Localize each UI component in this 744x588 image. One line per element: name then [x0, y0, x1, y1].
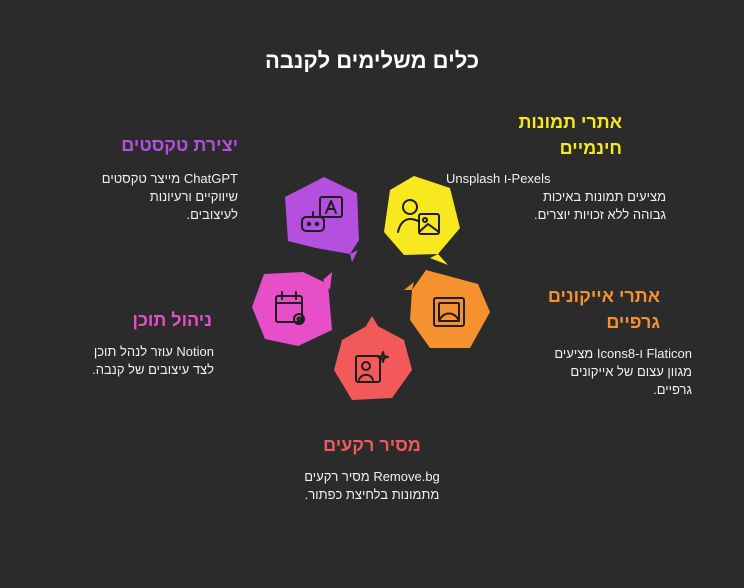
desc-background-remover-line2: מתמונות בלחיצת כפתור.	[304, 487, 440, 502]
page-title: כלים משלימים לקנבה	[264, 48, 480, 73]
person-image-icon	[397, 199, 440, 235]
desc-content-management: Notion עוזר לנהל תוכן לצד עיצובים של קנב…	[0, 343, 214, 379]
image-frame-icon	[433, 297, 465, 327]
red-shape	[334, 316, 412, 400]
heading-icons-graphics: אתרי אייקונים גרפיים	[460, 283, 660, 335]
calendar-gear-icon	[275, 291, 305, 325]
heading-free-images-line2: חינמיים	[559, 138, 622, 158]
desc-icons-graphics: Flaticon ו-Icons8 מציעים מגוון עצום של א…	[472, 345, 692, 399]
desc-text-creation: ChatGPT מייצר טקסטים שיווקיים ורעיונות ל…	[18, 170, 238, 224]
desc-icons-graphics-line1: Flaticon ו-Icons8 מציעים	[554, 346, 692, 361]
desc-free-images-line2: מציעים תמונות באיכות	[542, 189, 666, 204]
desc-background-remover: Remove.bg מסיר רקעים מתמונות בלחיצת כפתו…	[252, 468, 492, 504]
orange-shape	[404, 270, 490, 348]
desc-content-management-line1: Notion עוזר לנהל תוכן	[93, 344, 214, 359]
heading-background-remover-line1: מסיר רקעים	[323, 435, 421, 455]
heading-icons-graphics-line2: גרפיים	[606, 312, 660, 332]
desc-free-images: Unsplash ו-Pexels מציעים תמונות באיכות ג…	[446, 170, 666, 224]
desc-icons-graphics-line2: מגוון עצום של אייקונים	[570, 364, 692, 379]
heading-free-images-line1: אתרי תמונות	[518, 112, 622, 132]
desc-text-creation-line3: לעיצובים.	[186, 207, 239, 222]
desc-free-images-line3: גבוהה ללא זכויות יוצרים.	[534, 207, 666, 222]
robot-text-icon	[301, 196, 343, 232]
pink-shape	[252, 272, 332, 346]
heading-text-creation: יצירת טקסטים	[18, 132, 238, 158]
heading-content-management: ניהול תוכן	[12, 307, 212, 333]
portrait-sparkle-icon	[355, 351, 389, 383]
desc-text-creation-line1: ChatGPT מייצר טקסטים	[101, 171, 238, 186]
desc-content-management-line2: לצד עיצובים של קנבה.	[92, 362, 214, 377]
heading-background-remover: מסיר רקעים	[272, 432, 472, 458]
desc-free-images-line1: Unsplash ו-Pexels	[446, 171, 551, 186]
heading-icons-graphics-line1: אתרי אייקונים	[547, 286, 660, 306]
heading-free-images: אתרי תמונות חינמיים	[422, 109, 622, 161]
purple-shape	[285, 177, 359, 262]
desc-background-remover-line1: Remove.bg מסיר רקעים	[304, 469, 440, 484]
heading-content-management-line1: ניהול תוכן	[132, 310, 212, 330]
desc-text-creation-line2: שיווקיים ורעיונות	[149, 189, 238, 204]
desc-icons-graphics-line3: גרפיים.	[653, 382, 692, 397]
heading-text-creation-line1: יצירת טקסטים	[121, 135, 238, 155]
yellow-shape	[384, 176, 460, 265]
